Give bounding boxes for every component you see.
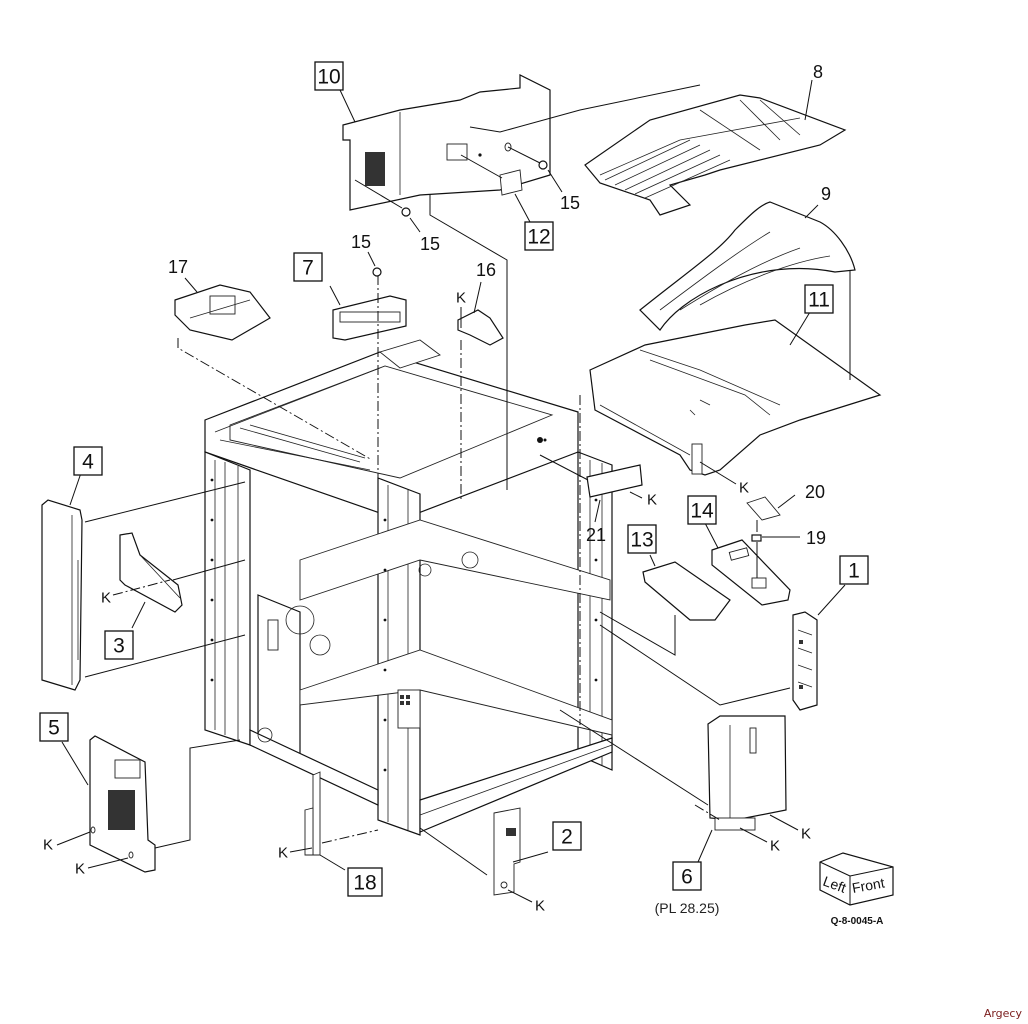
screw-15-top: 15 [351,232,382,277]
k-marker: K [456,290,466,307]
k-marker: K [739,480,749,497]
callout-label: 20 [805,482,825,502]
part-8-output-tray: 8 [469,62,847,216]
cube-left-label: Left [821,873,849,896]
callout-label: 11 [808,289,830,312]
callout-label: 18 [353,872,376,895]
drawing-code: Q-8-0045-A [831,916,884,927]
cross-reference: (PL 28.25) [655,900,720,916]
part-11-exit-cover: 11 K [579,270,882,725]
callout-label: 15 [560,193,580,213]
part-18-assembly: 17 [168,257,373,461]
callout-label: 8 [813,62,823,82]
callout-label: 12 [527,226,550,249]
callout-label: 7 [302,257,314,280]
part-16-strip: K 18 [278,771,383,897]
part-2-front-plate: 2 K [419,807,582,915]
part-6-front-cover: K K 6 (PL 28.25) [559,709,811,916]
watermark: Argecy [983,1007,1022,1020]
part-14-control-panel: 14 [687,495,791,606]
k-marker: K [43,837,53,854]
callout-label: 21 [586,525,606,545]
cube-front-label: Front [851,875,886,896]
k-marker: K [278,845,288,862]
callout-label: 4 [82,451,94,474]
callout-10: 10 [314,61,356,123]
callout-label: 6 [681,866,693,889]
screw-15-right: 15 [507,146,580,213]
part-5-lower-left-cover: 5 K K [39,712,241,878]
part-20-label: 20 [746,482,825,521]
frame-rivets [210,437,598,772]
callout-label: 15 [420,234,440,254]
k-marker: K [101,590,111,607]
callout-label: 5 [48,717,60,740]
callout-label: 14 [690,500,714,523]
part-21-plate: 21 K [539,454,657,545]
part-4-left-cover: 4 [41,446,246,691]
part-19-screw: 19 [751,520,826,578]
callout-label: 1 [848,560,860,583]
callout-label: 15 [351,232,371,252]
main-frame [204,339,613,836]
part-9-tray-cover: 9 [639,184,856,331]
k-marker: K [75,861,85,878]
part-7-assembly: 7 [293,252,407,520]
k-marker: K [801,826,811,843]
part-13-cover: 13 [599,524,731,656]
part-1-side-panel: 1 [599,555,869,711]
k-marker: K [770,838,780,855]
callout-label: 17 [168,257,188,277]
callout-label: 9 [821,184,831,204]
callout-label: 16 [476,260,496,280]
part-12-label: 12 [460,154,554,251]
callout-label: 2 [561,826,573,849]
callout-label: 19 [806,528,826,548]
part-17-bracket: 16 K [456,260,504,500]
callout-label: 13 [630,529,653,552]
callout-label: 3 [113,635,125,658]
k-marker: K [535,898,545,915]
k-marker: K [647,492,657,509]
callout-label: 10 [317,66,340,89]
orientation-cube: Left Front [819,852,894,906]
screw-15-left: 15 [354,179,440,254]
part-3-bracket: K 3 [101,532,246,660]
